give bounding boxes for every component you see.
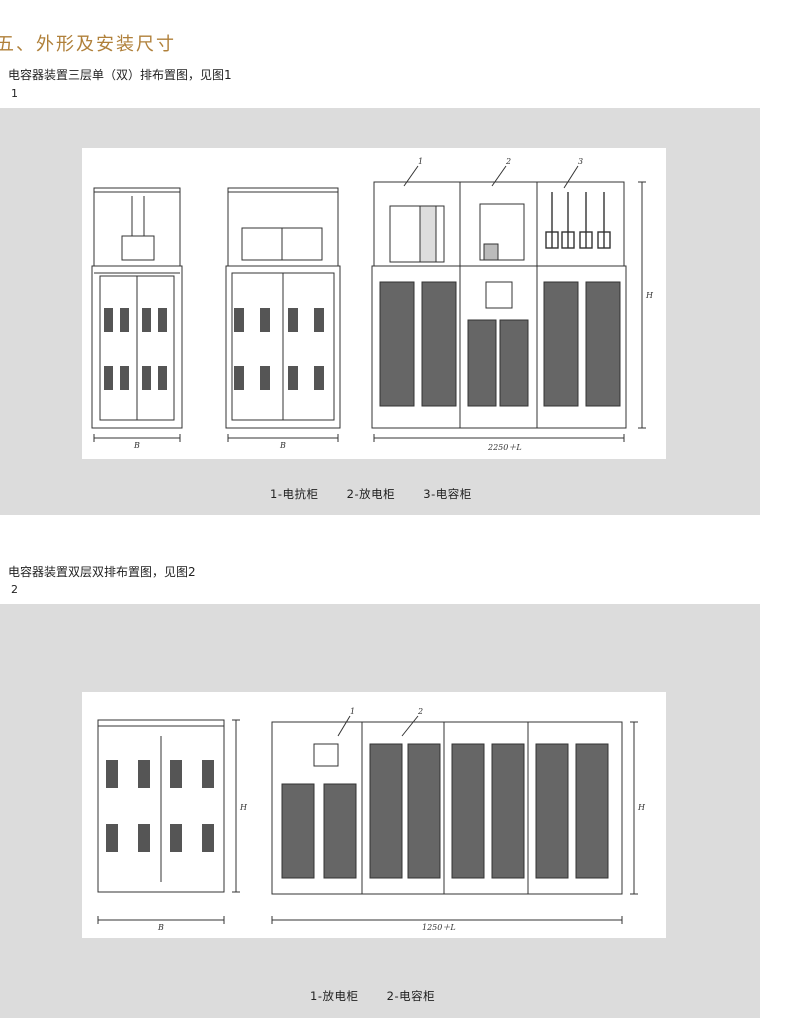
fig1-label-2: 2 <box>505 157 511 166</box>
caption-item: 1-放电柜 <box>310 989 359 1003</box>
caption-item: 3-电容柜 <box>423 487 472 501</box>
fig1-dim-l: 2250＋L <box>487 443 522 452</box>
fig1-label-1: 1 <box>418 157 423 166</box>
fig1-label-3: 3 <box>578 157 583 166</box>
fig1-cabinet-a <box>91 187 183 442</box>
fig1-dim-b2: B <box>279 441 286 450</box>
fig2-dim-h2: H <box>637 803 646 812</box>
figure2-drawing: 1 2 H H B 1250＋L <box>82 692 666 938</box>
fig2-cabinet-a <box>97 719 240 924</box>
caption-item: 1-电抗柜 <box>270 487 319 501</box>
figure1-intro: 电容器装置三层单（双）排布置图，见图1 <box>8 68 232 82</box>
fig2-cabinet-row <box>271 715 638 924</box>
figure2-number: 2 <box>11 583 18 596</box>
figure1-drawing: 1 2 3 H B B 2250＋L <box>82 148 666 459</box>
fig2-dim-h1: H <box>239 803 248 812</box>
figure1-caption: 1-电抗柜 2-放电柜 3-电容柜 <box>270 486 496 502</box>
figure2-intro: 电容器装置双层双排布置图，见图2 <box>8 565 196 579</box>
fig1-dim-h: H <box>645 291 654 300</box>
figure2-panel: 1 2 H H B 1250＋L 1-放电柜 2-电容柜 <box>0 604 760 1018</box>
fig1-dim-b1: B <box>133 441 140 450</box>
caption-item: 2-电容柜 <box>386 989 436 1003</box>
fig1-mesh-doors <box>379 281 621 407</box>
fig1-cabinet-b <box>225 187 341 442</box>
figure1-number: 1 <box>11 87 18 100</box>
fig2-label-2: 2 <box>417 707 423 716</box>
figure2-svg: 1 2 H H B 1250＋L <box>97 707 646 932</box>
fig2-label-1: 1 <box>350 707 355 716</box>
fig1-cabinet-row <box>371 165 646 442</box>
caption-item: 2-放电柜 <box>346 487 396 501</box>
fig2-dim-l: 1250＋L <box>422 923 456 932</box>
fig2-dim-b: B <box>157 923 164 932</box>
figure2-caption: 1-放电柜 2-电容柜 <box>310 988 459 1004</box>
figure1-panel: 1 2 3 H B B 2250＋L 1-电抗柜 2-放电柜 3-电容柜 <box>0 108 760 515</box>
section-title: 五、外形及安装尺寸 <box>0 34 176 55</box>
figure1-svg: 1 2 3 H B B 2250＋L <box>91 157 654 452</box>
